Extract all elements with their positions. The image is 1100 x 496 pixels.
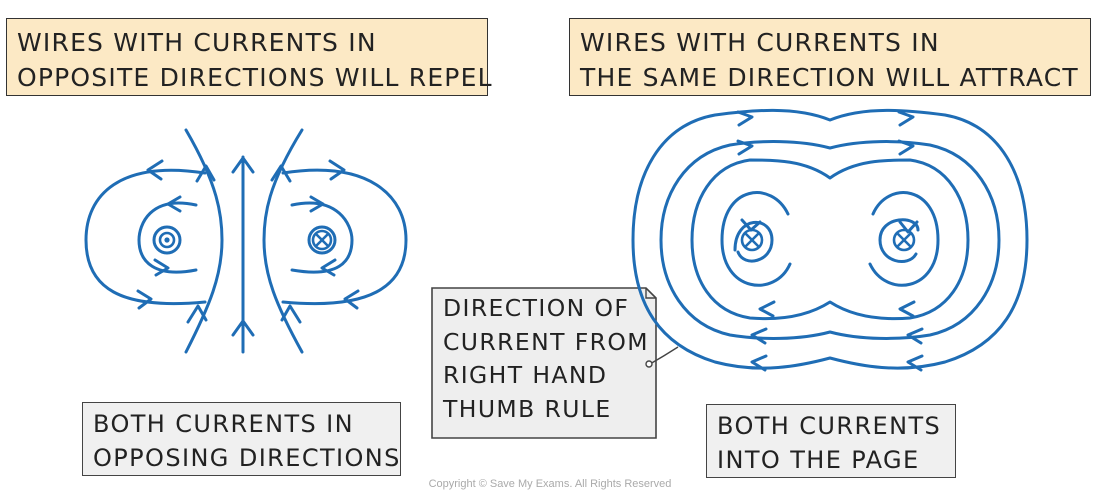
header-repel-line1: WIRES WITH CURRENTS IN [17, 28, 377, 57]
note-line3: RIGHT HAND [443, 361, 608, 389]
header-repel-line2: OPPOSITE DIRECTIONS WILL REPEL [17, 63, 493, 92]
note-pointer-dot [645, 360, 653, 368]
header-attract-line2: THE SAME DIRECTION WILL ATTRACT [580, 63, 1079, 92]
caption-into-page: BOTH CURRENTS INTO THE PAGE [706, 404, 956, 478]
wire-into-page-symbol-left [740, 228, 764, 252]
note-line2: CURRENT FROM [443, 327, 649, 356]
wire-into-page-symbol-right [892, 228, 916, 252]
caption-opposing: BOTH CURRENTS IN OPPOSING DIRECTIONS [82, 402, 401, 476]
copyright-text: Copyright © Save My Exams. All Rights Re… [428, 478, 672, 490]
header-attract: WIRES WITH CURRENTS IN THE SAME DIRECTION… [569, 18, 1091, 96]
right-field-lines [631, 108, 1029, 370]
note-line4: THUMB RULE [443, 394, 612, 423]
caption-opposing-line1: BOTH CURRENTS IN [93, 410, 355, 438]
header-repel: WIRES WITH CURRENTS IN OPPOSITE DIRECTION… [6, 18, 493, 96]
wire-into-page-symbol [311, 229, 333, 251]
note-text: DIRECTION OF CURRENT FROM RIGHT HAND THUMB … [443, 292, 649, 426]
wire-out-of-page-symbol [158, 231, 176, 249]
note-box [431, 287, 657, 439]
header-attract-line1: WIRES WITH CURRENTS IN [580, 28, 940, 57]
left-field-arrows [136, 156, 360, 337]
note-line1: DIRECTION OF [443, 294, 630, 322]
caption-into-page-line1: BOTH CURRENTS [717, 412, 942, 440]
caption-opposing-line2: OPPOSING DIRECTIONS [93, 444, 401, 472]
caption-into-page-line2: INTO THE PAGE [717, 446, 920, 474]
